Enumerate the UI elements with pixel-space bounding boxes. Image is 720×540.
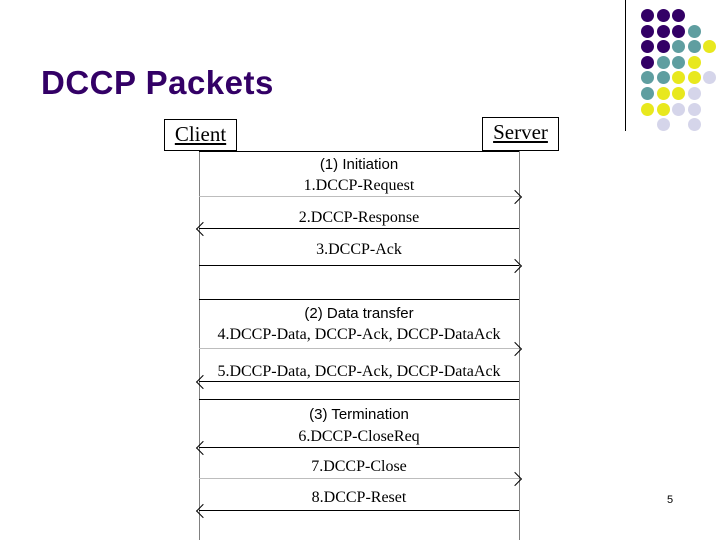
actor-label-server: Server (493, 120, 548, 144)
decorative-dot (656, 24, 670, 38)
actor-box-server: Server (482, 117, 559, 151)
decorative-dot (672, 9, 686, 22)
decorative-dot (672, 87, 686, 100)
section-separator (199, 299, 519, 300)
decorative-dot-grid (641, 9, 717, 132)
decorative-dot (687, 118, 701, 132)
decorative-dot (641, 102, 654, 116)
decorative-dot (656, 71, 670, 85)
decorative-dot (656, 9, 670, 22)
section-label: (2) Data transfer (304, 305, 414, 322)
decorative-dot (687, 24, 701, 38)
message-arrow-right (199, 258, 523, 274)
lifeline-client (199, 151, 200, 540)
decorative-dot (687, 55, 701, 69)
section-separator (199, 151, 519, 152)
decorative-dot (703, 40, 717, 54)
decorative-dot (641, 55, 654, 69)
decorative-dot (672, 102, 686, 116)
actor-box-client: Client (164, 119, 237, 151)
page-number: 5 (667, 494, 674, 506)
decorative-dot (641, 71, 654, 85)
page-title: DCCP Packets (41, 64, 274, 101)
message-label: 7.DCCP-Close (311, 458, 407, 475)
decorative-dot (687, 40, 701, 54)
decorative-dot (687, 87, 701, 100)
message-arrow-right (199, 189, 523, 205)
decorative-dot (672, 55, 686, 69)
decorative-dot (672, 40, 686, 54)
decorative-dot (687, 102, 701, 116)
message-arrow-right (199, 341, 523, 357)
decorative-dot (672, 71, 686, 85)
decorative-dot (656, 55, 670, 69)
decorative-dot (703, 71, 717, 85)
decorative-dot (656, 102, 670, 116)
message-label: 6.DCCP-CloseReq (298, 428, 420, 445)
section-separator (199, 399, 519, 400)
message-label: 8.DCCP-Reset (311, 489, 407, 506)
message-arrow-left (195, 503, 519, 519)
message-label: 2.DCCP-Response (298, 209, 420, 226)
message-arrow-left (195, 221, 519, 237)
decorative-dot (641, 87, 654, 100)
decorative-dot (641, 24, 654, 38)
actor-label-client: Client (174, 122, 227, 146)
decorative-dot (687, 71, 701, 85)
message-arrow-left (195, 440, 519, 456)
message-label: 4.DCCP-Data, DCCP-Ack, DCCP-DataAck (217, 326, 501, 343)
section-label: (1) Initiation (319, 156, 399, 173)
decorative-dot (672, 24, 686, 38)
section-label: (3) Termination (309, 406, 409, 423)
message-label: 3.DCCP-Ack (316, 241, 402, 258)
decorative-dot (641, 40, 654, 54)
message-arrow-left (195, 374, 519, 390)
message-arrow-right (199, 471, 523, 487)
header-divider-line (625, 0, 626, 131)
decorative-dot (656, 40, 670, 54)
decorative-dot (641, 9, 654, 22)
lifeline-server (519, 151, 520, 540)
decorative-dot (656, 87, 670, 100)
decorative-dot (656, 118, 670, 132)
message-label: 1.DCCP-Request (303, 177, 415, 194)
message-label: 5.DCCP-Data, DCCP-Ack, DCCP-DataAck (217, 363, 501, 380)
